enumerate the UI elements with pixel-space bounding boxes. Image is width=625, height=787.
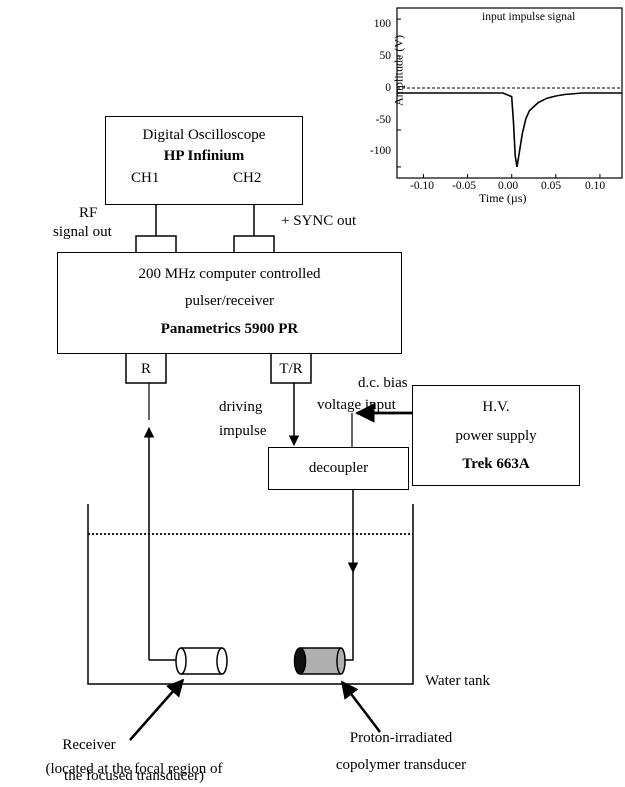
pulser-title: 200 MHz computer controlled: [138, 266, 321, 282]
inset-x-ticks: [422, 174, 601, 178]
dc-bias-label: d.c. bias: [358, 375, 408, 391]
inset-x-tick-label: 0.10: [585, 180, 606, 192]
receiver-element: [175, 647, 228, 675]
receiver-pointer-arrow: [129, 678, 185, 741]
power-supply-model: Trek 663A: [462, 456, 530, 472]
pulser-subtitle: pulser/receiver: [184, 293, 275, 309]
sync-port-tab: [233, 235, 275, 252]
inset-x-tick-label: -0.10: [410, 180, 434, 192]
tr-port-tab: [270, 354, 312, 384]
inset-y-tick-label: -100: [369, 145, 391, 157]
rf-port-tab: [135, 235, 177, 252]
water-tank: [87, 504, 414, 685]
power-supply-line1: H.V.: [482, 399, 510, 415]
water-tank-label: Water tank: [425, 673, 491, 689]
inset-y-tick-label: -50: [375, 114, 391, 126]
power-supply-box: [412, 385, 580, 486]
pulser-model: Panametrics 5900 PR: [160, 321, 299, 337]
inset-y-tick-label: 100: [373, 18, 391, 30]
rf-signal-out-label: signal out: [53, 224, 112, 240]
copolymer-transducer-element: [293, 647, 346, 675]
inset-y-tick-label: 50: [379, 50, 392, 62]
oscilloscope-box: [105, 116, 303, 205]
transducer-cable: [342, 572, 354, 661]
r-port-tab: [125, 354, 167, 384]
input-impulse-signal-line: [397, 92, 622, 168]
power-supply-line2: power supply: [455, 428, 537, 444]
inset-x-axis-label: Time (µs): [479, 191, 527, 205]
inset-x-tick-label: -0.05: [452, 180, 476, 192]
port-r-label: R: [140, 361, 151, 377]
oscilloscope-title: Digital Oscilloscope: [142, 127, 266, 143]
voltage-input-label: voltage input: [317, 397, 396, 413]
port-tr-label: T/R: [279, 361, 303, 377]
driving-label: driving: [219, 399, 263, 415]
sync-out-label: + SYNC out: [281, 213, 357, 229]
decoupler-label: decoupler: [308, 460, 369, 476]
oscilloscope-model: HP Infinium: [163, 148, 245, 164]
pulser-receiver-box: [57, 252, 402, 354]
transducer-pointer-arrow: [340, 680, 381, 733]
receiver-caption-line3: the focused transducer): [64, 768, 204, 784]
impulse-label: impulse: [219, 423, 267, 439]
inset-plot-title: input impulse signal: [482, 11, 576, 23]
rf-label: RF: [79, 205, 98, 221]
inset-x-tick-label: 0.05: [541, 180, 562, 192]
transducer-caption-line1: Proton-irradiated: [349, 730, 453, 746]
oscilloscope-ch2-label: CH2: [233, 170, 262, 186]
oscilloscope-ch1-label: CH1: [131, 170, 160, 186]
inset-y-tick-label: 0: [385, 82, 391, 94]
inset-x-tick-label: 0.00: [498, 180, 519, 192]
inset-y-ticks: [397, 18, 401, 168]
receiver-caption-line2: (located at the focal region of: [45, 761, 223, 777]
decoupler-box: [268, 447, 409, 490]
transducer-caption-line2: copolymer transducer: [335, 757, 467, 773]
receiver-caption-line1: Receiver: [62, 737, 116, 753]
